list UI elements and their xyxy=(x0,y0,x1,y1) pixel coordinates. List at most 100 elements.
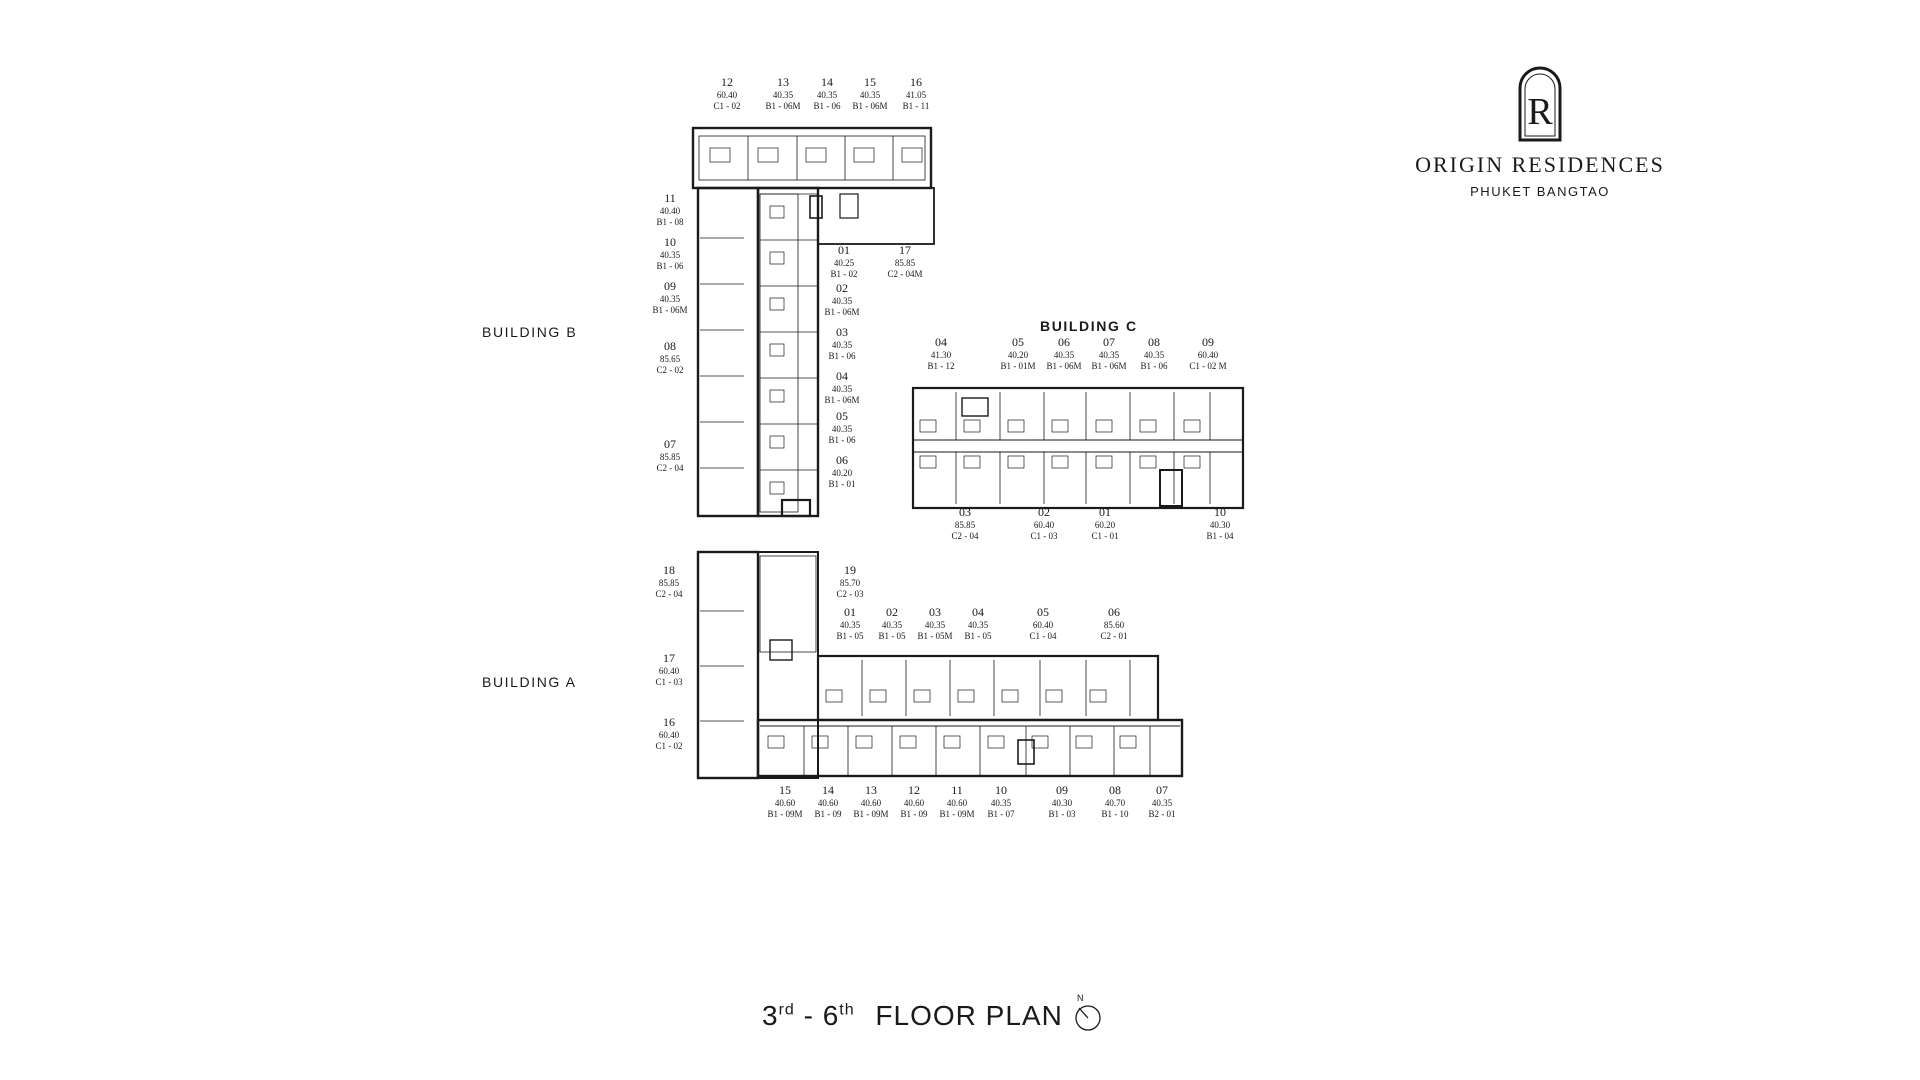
unit-number: 10 xyxy=(1214,505,1226,519)
unit-area: 40.35 xyxy=(991,798,1012,808)
unit-type: B1 - 09M xyxy=(767,809,802,819)
unit-type: B1 - 06M xyxy=(824,307,859,317)
bathroom-fixture xyxy=(1089,689,1107,703)
bathroom-fixture xyxy=(943,735,961,749)
unit-type: B1 - 06 xyxy=(1141,361,1169,371)
lift-shaft xyxy=(1159,469,1183,507)
unit-area: 60.20 xyxy=(1095,520,1116,530)
unit-area: 85.85 xyxy=(955,520,976,530)
unit-number: 13 xyxy=(777,75,789,89)
unit-type: C2 - 01 xyxy=(1101,631,1128,641)
unit-area: 40.60 xyxy=(947,798,968,808)
building-b-core xyxy=(817,187,935,245)
bathroom-fixture xyxy=(1007,419,1025,433)
unit-type: B1 - 06M xyxy=(824,395,859,405)
title-start-suffix: rd xyxy=(778,1001,795,1019)
bathroom-fixture xyxy=(1139,419,1157,433)
unit-area: 60.40 xyxy=(1198,350,1219,360)
bathroom-fixture xyxy=(1051,455,1069,469)
unit-type: C2 - 04 xyxy=(656,589,684,599)
monogram-emblem-icon: R xyxy=(1518,66,1562,142)
unit-number: 08 xyxy=(1109,783,1121,797)
bathroom-fixture xyxy=(855,735,873,749)
unit-type: B1 - 06M xyxy=(1091,361,1126,371)
bathroom-fixture xyxy=(1183,455,1201,469)
unit-type: B1 - 03 xyxy=(1049,809,1077,819)
unit-area: 85.85 xyxy=(659,578,680,588)
unit-number: 09 xyxy=(1202,335,1214,349)
building-c-block xyxy=(911,386,1245,510)
unit-number: 04 xyxy=(836,369,848,383)
unit-number: 16 xyxy=(910,75,922,89)
bathroom-fixture xyxy=(963,419,981,433)
unit-number: 08 xyxy=(664,339,676,353)
unit-number: 14 xyxy=(821,75,833,89)
unit-area: 40.35 xyxy=(817,90,838,100)
bathroom-fixture xyxy=(987,735,1005,749)
bathroom-fixture xyxy=(869,689,887,703)
brand-name: ORIGIN RESIDENCES xyxy=(1415,152,1665,177)
unit-area: 40.20 xyxy=(832,468,853,478)
unit-number: 07 xyxy=(1156,783,1168,797)
building-b-corridor xyxy=(756,186,820,518)
unit-number: 15 xyxy=(864,75,876,89)
bathroom-fixture xyxy=(709,147,731,163)
unit-type: B1 - 06 xyxy=(829,351,857,361)
unit-type: B1 - 08 xyxy=(657,217,685,227)
bathroom-fixture xyxy=(757,147,779,163)
bathroom-fixture xyxy=(1007,455,1025,469)
building-c-label: BUILDING C xyxy=(1040,318,1138,334)
unit-area: 60.40 xyxy=(659,666,680,676)
unit-type: C1 - 04 xyxy=(1030,631,1058,641)
unit-area: 40.35 xyxy=(832,384,853,394)
unit-area: 41.05 xyxy=(906,90,927,100)
unit-area: 60.40 xyxy=(717,90,738,100)
unit-number: 11 xyxy=(951,783,963,797)
unit-number: 13 xyxy=(865,783,877,797)
unit-area: 40.60 xyxy=(904,798,925,808)
bathroom-fixture xyxy=(1095,455,1113,469)
unit-number: 09 xyxy=(1056,783,1068,797)
unit-area: 40.35 xyxy=(1144,350,1165,360)
unit-area: 40.35 xyxy=(832,296,853,306)
unit-type: B1 - 10 xyxy=(1102,809,1130,819)
unit-area: 40.30 xyxy=(1210,520,1231,530)
bathroom-fixture xyxy=(769,481,785,495)
bathroom-fixture xyxy=(769,205,785,219)
title-separator: - xyxy=(803,1000,814,1031)
unit-number: 07 xyxy=(1103,335,1115,349)
unit-number: 03 xyxy=(929,605,941,619)
bathroom-fixture xyxy=(769,251,785,265)
unit-type: C1 - 02 xyxy=(656,741,683,751)
floor-plan-title: 3rd - 6th FLOOR PLAN xyxy=(762,1000,1063,1032)
unit-number: 17 xyxy=(663,651,675,665)
unit-type: B1 - 01M xyxy=(1000,361,1035,371)
unit-area: 40.20 xyxy=(1008,350,1029,360)
unit-number: 15 xyxy=(779,783,791,797)
unit-number: 03 xyxy=(836,325,848,339)
lift-shaft xyxy=(839,193,859,219)
unit-type: B1 - 09 xyxy=(901,809,929,819)
stair-icon xyxy=(769,639,793,661)
unit-number: 14 xyxy=(822,783,834,797)
bathroom-fixture xyxy=(767,735,785,749)
north-compass-icon: N xyxy=(1075,993,1101,1031)
bathroom-fixture xyxy=(963,455,981,469)
building-a-corridor xyxy=(757,551,819,779)
unit-number: 02 xyxy=(1038,505,1050,519)
unit-area: 40.35 xyxy=(660,250,681,260)
unit-type: B1 - 06M xyxy=(1046,361,1081,371)
unit-type: C2 - 04 xyxy=(952,531,980,541)
bathroom-fixture xyxy=(1031,735,1049,749)
bathroom-fixture xyxy=(901,147,923,163)
